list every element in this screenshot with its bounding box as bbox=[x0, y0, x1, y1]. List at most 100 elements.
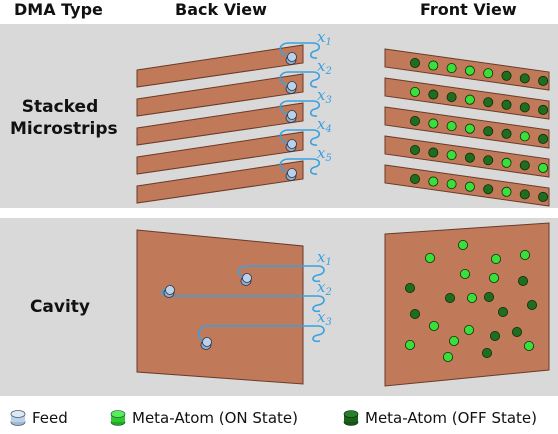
back-strip-signal-label-1-sub: 1 bbox=[325, 37, 331, 48]
header-dma-type: DMA Type bbox=[14, 0, 103, 19]
back-strip-signal-line-5 bbox=[279, 158, 321, 175]
back-strip-signal-label-1: x1 bbox=[317, 28, 332, 48]
back-strip-signal-line-4 bbox=[279, 129, 321, 146]
legend-off: Meta-Atom (OFF State) bbox=[343, 409, 537, 427]
front-strip-2-atom-6 bbox=[501, 99, 512, 110]
cavity-feed-1-top bbox=[242, 273, 252, 283]
front-strip-1-atom-5 bbox=[483, 68, 494, 79]
cavity-feed-2 bbox=[163, 285, 175, 298]
row-label-stacked-line2: Microstrips bbox=[10, 119, 118, 139]
cavity-atom-12 bbox=[527, 299, 538, 310]
cavity-signal-line-2 bbox=[160, 288, 325, 313]
cavity-feed-3 bbox=[200, 337, 212, 350]
cavity-atom-19 bbox=[448, 335, 459, 346]
legend-feed-label: Feed bbox=[32, 409, 68, 427]
back-strip-4 bbox=[136, 131, 304, 175]
front-strip-2-atom-1 bbox=[409, 87, 420, 98]
back-strip-signal-label-3: x3 bbox=[317, 86, 332, 106]
cavity-feed-2-top bbox=[165, 285, 175, 295]
front-strip-1-atom-4 bbox=[464, 65, 475, 76]
front-strip-3-atom-5 bbox=[483, 126, 494, 137]
cavity-atom-9 bbox=[444, 292, 455, 303]
cavity-front-panel bbox=[384, 222, 550, 387]
back-strip-feed-2 bbox=[285, 81, 297, 94]
front-strip-5-atom-8 bbox=[538, 191, 549, 202]
front-strip-4-atom-5 bbox=[483, 155, 494, 166]
back-strip-signal-label-5-sub: 5 bbox=[325, 153, 331, 164]
cavity-signal-label-1-sub: 1 bbox=[325, 257, 331, 268]
front-strip-2-atom-5 bbox=[483, 97, 494, 108]
legend-off-label: Meta-Atom (OFF State) bbox=[365, 409, 538, 427]
cavity-atom-1 bbox=[457, 239, 468, 250]
front-strip-4-atom-6 bbox=[501, 157, 512, 168]
back-strip-feed-3 bbox=[285, 110, 297, 123]
front-strip-3-atom-6 bbox=[501, 128, 512, 139]
back-strip-feed-5 bbox=[285, 168, 297, 181]
feed-icon bbox=[10, 410, 26, 426]
front-strip-5-atom-2 bbox=[428, 176, 439, 187]
front-strip-5-atom-7 bbox=[519, 189, 530, 200]
back-strip-signal-label-2: x2 bbox=[317, 57, 332, 77]
front-strip-4-atom-1 bbox=[409, 144, 420, 155]
cavity-signal-label-3-base: x bbox=[317, 308, 326, 326]
front-strip-3-atom-3 bbox=[446, 121, 457, 132]
front-strip-5-atom-6 bbox=[501, 186, 512, 197]
back-strip-signal-label-1-base: x bbox=[317, 28, 326, 46]
row-label-stacked: Stacked Microstrips bbox=[10, 96, 118, 140]
cavity-atom-17 bbox=[489, 330, 500, 341]
cavity-atom-16 bbox=[463, 324, 474, 335]
cavity-signal-line-3 bbox=[197, 325, 325, 343]
back-strip-signal-label-4: x4 bbox=[317, 115, 332, 135]
front-strip-4-atom-3 bbox=[446, 150, 457, 161]
cavity-feed-3-top bbox=[202, 337, 212, 347]
front-strip-1-atom-8 bbox=[538, 75, 549, 86]
front-strip-5-atom-3 bbox=[446, 179, 457, 190]
cavity-atom-13 bbox=[409, 308, 420, 319]
cavity-atom-21 bbox=[481, 347, 492, 358]
back-strip-1 bbox=[136, 44, 304, 88]
cavity-back-panel bbox=[136, 229, 304, 385]
front-strip-4-atom-7 bbox=[519, 160, 530, 171]
legend-feed: Feed bbox=[10, 409, 68, 427]
cavity-signal-label-1: x1 bbox=[317, 248, 332, 268]
front-strip-1-atom-2 bbox=[428, 60, 439, 71]
back-strip-feed-5-top bbox=[287, 168, 297, 178]
back-strip-signal-label-2-base: x bbox=[317, 57, 326, 75]
back-strip-2 bbox=[136, 73, 304, 117]
cavity-atom-4 bbox=[520, 249, 531, 260]
cavity-signal-label-2-sub: 2 bbox=[324, 287, 331, 298]
back-strip-signal-line-3 bbox=[279, 100, 321, 117]
cavity-atom-10 bbox=[483, 291, 494, 302]
row-label-stacked-line1: Stacked bbox=[21, 97, 99, 117]
back-strip-signal-label-4-sub: 4 bbox=[324, 124, 331, 135]
cavity-signal-label-3: x3 bbox=[317, 308, 332, 328]
back-strip-signal-label-2-sub: 2 bbox=[324, 66, 331, 77]
cavity-atom-14 bbox=[497, 306, 508, 317]
back-strip-signal-label-5-base: x bbox=[317, 144, 326, 162]
front-strip-3-atom-7 bbox=[519, 131, 530, 142]
cavity-atom-22 bbox=[524, 340, 535, 351]
back-strip-3 bbox=[136, 102, 304, 146]
cavity-atom-8 bbox=[518, 275, 529, 286]
cavity-atom-15 bbox=[428, 320, 439, 331]
back-strip-signal-line-2 bbox=[279, 71, 321, 88]
back-strip-5 bbox=[136, 160, 304, 204]
front-strip-3-atom-4 bbox=[464, 123, 475, 134]
front-strip-1-atom-3 bbox=[446, 63, 457, 74]
front-strip-2-atom-8 bbox=[538, 104, 549, 115]
cavity-signal-label-2-base: x bbox=[317, 278, 326, 296]
back-strip-signal-line-1 bbox=[279, 42, 321, 59]
cavity-signal-label-1-base: x bbox=[317, 248, 326, 266]
front-strip-4-atom-2 bbox=[428, 147, 439, 158]
legend: Feed Meta-Atom (ON State) Meta-Atom (OFF… bbox=[0, 404, 558, 434]
front-strip-4-atom-8 bbox=[538, 162, 549, 173]
cavity-atom-5 bbox=[459, 268, 470, 279]
front-strip-1-atom-7 bbox=[519, 73, 530, 84]
meta-atom-off-icon bbox=[343, 410, 359, 426]
back-strip-feed-3-top bbox=[287, 110, 297, 120]
front-strip-3-atom-8 bbox=[538, 133, 549, 144]
front-strip-5-atom-1 bbox=[409, 173, 420, 184]
back-strip-feed-2-top bbox=[287, 81, 297, 91]
front-strip-4-atom-4 bbox=[464, 152, 475, 163]
back-strip-signal-label-4-base: x bbox=[317, 115, 326, 133]
